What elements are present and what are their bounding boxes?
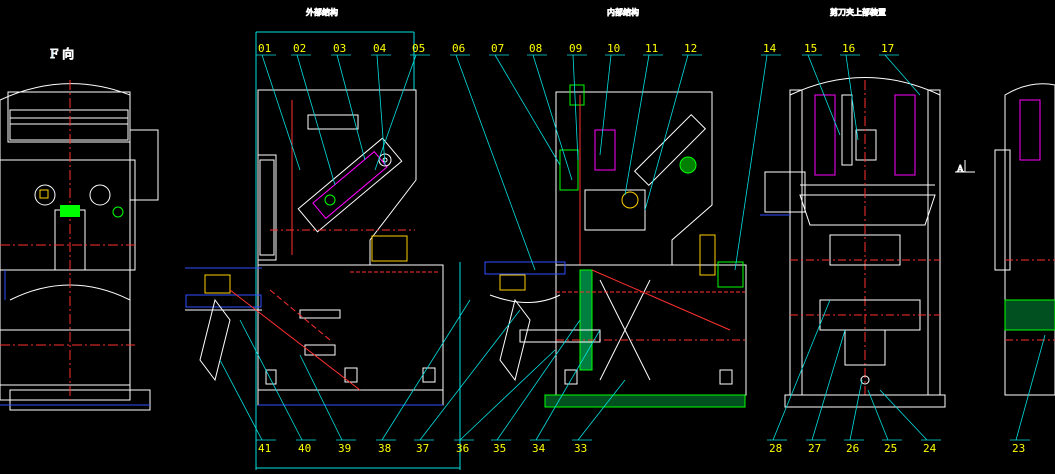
callout-leader-line [239, 319, 303, 441]
clamp-device-view: 剪刀夹上部装置 A [760, 7, 975, 408]
callout-number: 35 [493, 442, 506, 455]
internal-structure-view: 内部结构 [484, 7, 747, 408]
callout-number: 24 [923, 442, 937, 455]
callout-leader-line [455, 54, 536, 271]
callout-number: 26 [846, 442, 859, 455]
view-f-label: F 向 [50, 46, 74, 61]
section-a-label: A [956, 165, 964, 175]
callout-leader-line [879, 389, 928, 441]
callout-leader-line [336, 54, 366, 161]
callout-number: 11 [645, 42, 658, 55]
callout-number: 10 [607, 42, 620, 55]
callout-number: 12 [684, 42, 697, 55]
callout-leader-line [261, 54, 301, 171]
view-f-assembly: F 向 [0, 46, 159, 411]
callout-leader-line [884, 54, 921, 96]
callout-leader-line [494, 54, 561, 166]
callout-group: 01 02 03 04 05 06 07 08 09 10 11 12 14 15 16 17 41 40 39 38… [219, 42, 1046, 455]
callout-leader-line [496, 319, 581, 441]
section-title-external: 外部结构 [306, 7, 338, 17]
callout-number: 17 [881, 42, 894, 55]
callout-leader-line [734, 54, 768, 271]
callout-leader-line [867, 389, 889, 441]
callout-number: 39 [338, 442, 351, 455]
callout-leader-line [459, 349, 556, 441]
callout-number: 03 [333, 42, 346, 55]
callout-number: 38 [378, 442, 391, 455]
callout-number: 09 [569, 42, 582, 55]
callout-number: 04 [373, 42, 387, 55]
callout-leader-line [845, 54, 859, 141]
callout-number: 37 [416, 442, 429, 455]
callout-leader-line [532, 54, 573, 181]
external-structure-view: 外部结构 [185, 7, 461, 470]
callout-number: 28 [769, 442, 782, 455]
callout-number: 33 [574, 442, 587, 455]
callout-leader-line [376, 54, 386, 166]
callout-number: 16 [842, 42, 855, 55]
callout-leader-line [219, 359, 263, 441]
callout-number: 15 [804, 42, 817, 55]
callout-leader-line [299, 354, 343, 441]
right-partial-view [994, 83, 1055, 396]
section-title-clamp: 剪刀夹上部装置 [830, 7, 886, 17]
callout-leader-line [624, 54, 650, 196]
callout-number: 07 [491, 42, 504, 55]
callout-number: 05 [412, 42, 425, 55]
callout-leader-line [381, 299, 471, 441]
callout-number: 14 [763, 42, 777, 55]
callout-number: 01 [258, 42, 271, 55]
callout-number: 25 [884, 442, 897, 455]
callout-number: 27 [808, 442, 821, 455]
section-title-internal: 内部结构 [607, 7, 639, 17]
callout-number: 02 [293, 42, 306, 55]
callout-leader-line [1015, 334, 1046, 441]
callout-leader-line [535, 329, 601, 441]
callout-leader-line [599, 54, 612, 156]
callout-leader-line [849, 379, 863, 441]
callout-leader-line [572, 54, 579, 161]
callout-leader-line [644, 54, 689, 211]
callout-number: 34 [532, 442, 546, 455]
callout-leader-line [296, 54, 336, 186]
callout-number: 06 [452, 42, 465, 55]
callout-leader-line [374, 54, 417, 171]
callout-number: 23 [1012, 442, 1025, 455]
callout-leader-line [807, 54, 841, 136]
callout-number: 41 [258, 442, 271, 455]
callout-number: 36 [456, 442, 469, 455]
callout-leader-line [811, 329, 846, 441]
callout-leader-line [419, 309, 521, 441]
callout-number: 08 [529, 42, 542, 55]
callout-leader-line [772, 299, 831, 441]
callout-leader-line [577, 379, 626, 441]
callout-number: 40 [298, 442, 311, 455]
